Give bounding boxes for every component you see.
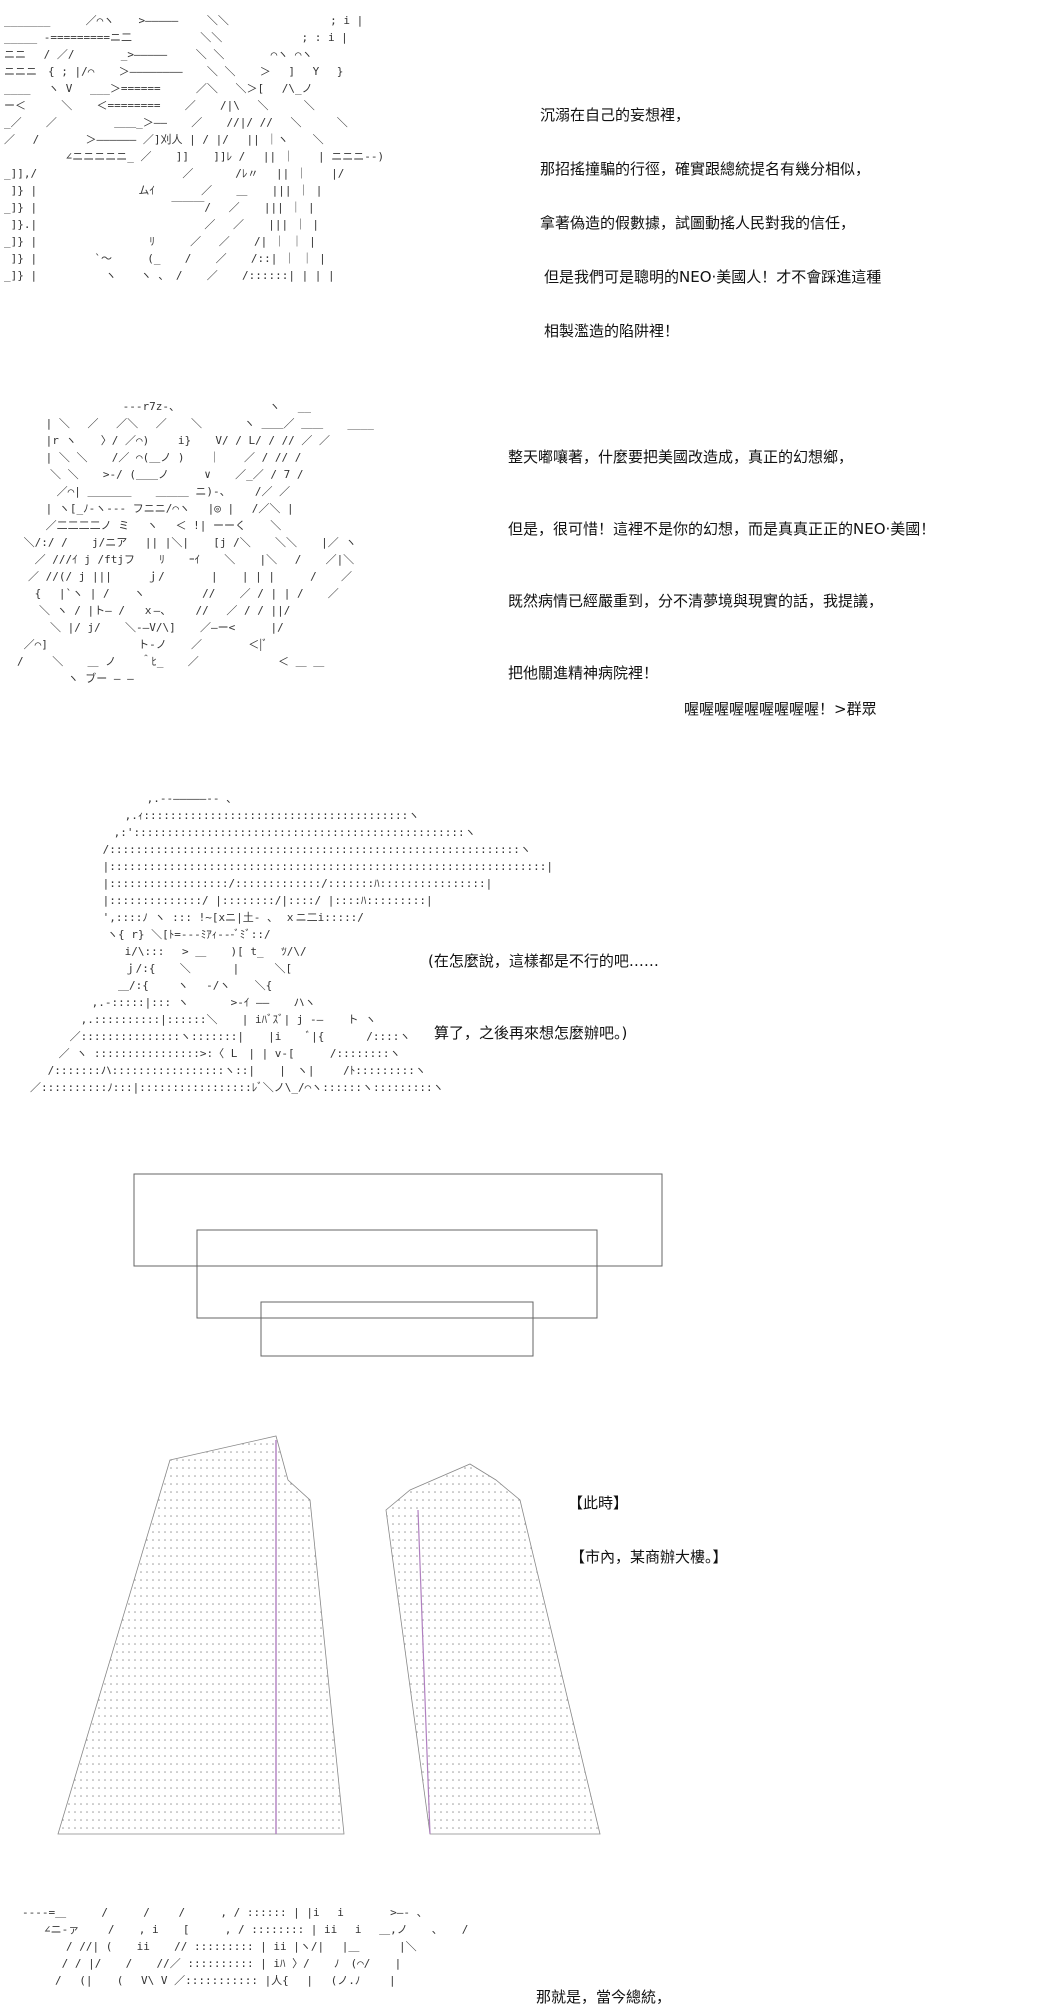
panel3-line-1: (在怎麼說，這樣都是不行的吧…… bbox=[428, 952, 659, 970]
ascii-art-rooftop: _______ ／⌒ヽ >――――― ＼＼ ; i | _____ -=====… bbox=[4, 14, 385, 282]
panel1-line-3: 拿著偽造的假數據，試圖動搖人民對我的信任， bbox=[540, 214, 856, 232]
rectangle-outer bbox=[133, 1173, 663, 1267]
panel2-line-1: 整天嘟嚷著，什麼要把美國改造成，真正的幻想鄉， bbox=[508, 448, 854, 466]
panel1-line-2: 那招搖撞騙的行徑，確實跟總統提名有幾分相似， bbox=[540, 160, 871, 178]
panel2-line-4: 把他關進精神病院裡！ bbox=[508, 664, 659, 682]
panel5-line-1: 【此時】 bbox=[568, 1494, 629, 1512]
panel6-line-1: 那就是，當今總統， bbox=[536, 1988, 672, 2006]
panel5-line-2: 【市內，某商辦大樓。】 bbox=[570, 1548, 728, 1566]
panel2-line-2: 但是，很可惜！這裡不是你的幻想，而是真真正正的NEO·美國！ bbox=[508, 520, 936, 538]
rectangle-inner bbox=[260, 1301, 534, 1357]
ascii-art-crowd: ---r7z-、 ヽ __ | ＼ ／ ／＼ ／ ＼ ヽ ＿＿／ ＿＿ ____… bbox=[16, 400, 374, 685]
panel1-line-1: 沉溺在自己的妄想裡， bbox=[540, 106, 691, 124]
building-right bbox=[385, 1463, 601, 1835]
panel1-line-5: 相製濫造的陷阱裡！ bbox=[544, 322, 680, 340]
panel2-crowd-line: 喔喔喔喔喔喔喔喔喔！>群眾 bbox=[684, 700, 877, 718]
panel1-line-4: 但是我們可是聰明的NEO·美國人！才不會踩進這種 bbox=[544, 268, 882, 286]
ascii-art-bottom-figure: ----=＿ / / / , / :::::: | |i i >―- 、 ∠ニ-… bbox=[22, 1906, 469, 1987]
building-right-edge bbox=[417, 1509, 431, 1835]
ascii-art-thinking-figure: ,.--―――――-- 、 ,.ｨ:::::::::::::::::::::::… bbox=[30, 792, 553, 1094]
panel3-line-2: 算了，之後再來想怎麼辦吧。) bbox=[434, 1024, 628, 1042]
building-left bbox=[57, 1435, 345, 1835]
panel2-line-3: 既然病情已經嚴重到，分不清夢境與現實的話，我提議， bbox=[508, 592, 884, 610]
rectangle-middle bbox=[196, 1229, 598, 1319]
